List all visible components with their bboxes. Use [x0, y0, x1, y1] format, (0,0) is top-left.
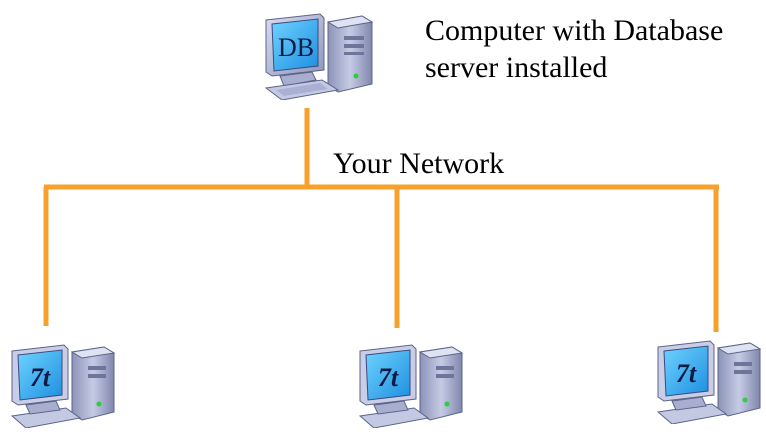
client-computer-1: 7t: [8, 342, 120, 433]
server-caption-line-2: server installed: [425, 51, 608, 84]
server-caption-line-1: Computer with Database: [425, 14, 724, 47]
computer-monitor-icon: 7t: [10, 344, 116, 429]
client-screen-label-2: 7t: [378, 363, 399, 392]
client-screen-label-3: 7t: [676, 359, 697, 388]
server-caption: Computer with Database server installed: [425, 12, 723, 86]
client-computer-3: 7t: [654, 338, 766, 429]
client-screen-label-1: 7t: [30, 363, 51, 392]
computer-monitor-icon: 7t: [358, 344, 464, 429]
server-computer: DB: [262, 10, 378, 105]
computer-monitor-icon: DB: [264, 13, 374, 101]
network-label: Your Network: [333, 147, 505, 180]
client-computer-2: 7t: [356, 342, 468, 433]
computer-monitor-icon: 7t: [656, 340, 762, 425]
server-screen-label: DB: [278, 33, 314, 62]
